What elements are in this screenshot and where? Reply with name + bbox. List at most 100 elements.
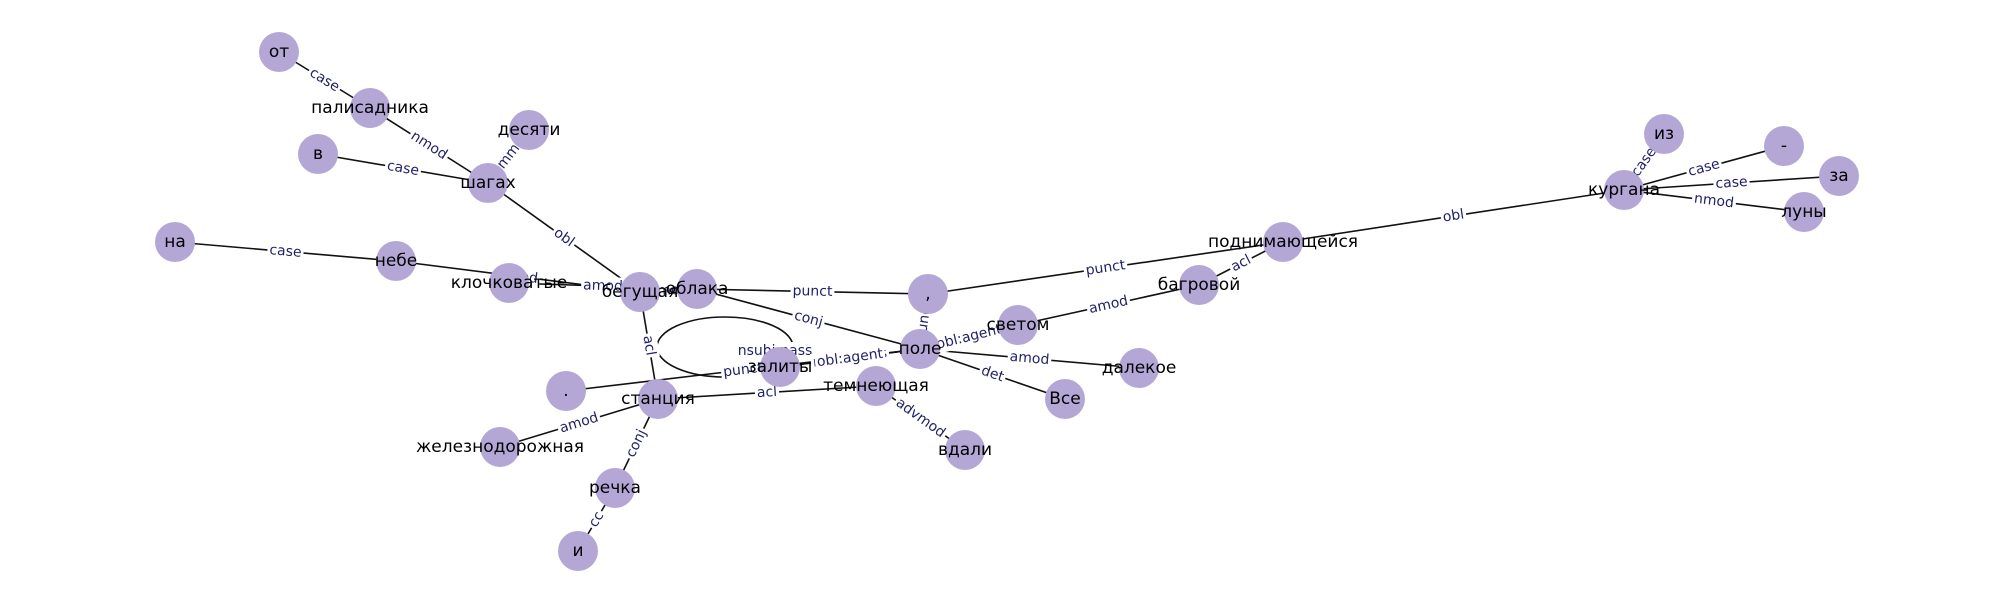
- node-label: Все: [1049, 389, 1080, 409]
- edge-label-background: [1439, 205, 1468, 227]
- node-circle: [1119, 348, 1159, 388]
- edge-label-text: cc: [586, 509, 608, 530]
- node-label: вдали: [938, 440, 992, 460]
- edge-label-background: [720, 358, 766, 382]
- node-label: шагах: [460, 173, 515, 193]
- edge-label-background: [1684, 154, 1724, 182]
- node-label: залиты: [748, 357, 813, 377]
- edge-label-background: [1006, 347, 1053, 370]
- node-circle: [900, 329, 940, 369]
- edges-layer: [174, 51, 1840, 552]
- node-label: в: [313, 144, 323, 164]
- node-label: небе: [375, 251, 418, 271]
- edge-label-text: acl: [639, 334, 658, 357]
- edge-label-amod: amod: [1085, 291, 1132, 319]
- edge-label-obl: obl: [548, 222, 580, 253]
- node-label: -: [1781, 136, 1787, 156]
- node-oblaka: облака: [666, 269, 728, 309]
- edge-label-text: case: [269, 242, 302, 261]
- edge-label-case: case: [383, 156, 423, 181]
- node-desyati: десяти: [498, 110, 560, 150]
- edge-label-background: [790, 282, 835, 301]
- node-label: и: [572, 541, 583, 561]
- node-begushchaya: бегущая: [602, 272, 678, 312]
- edge-label-obl: obl: [1439, 205, 1468, 227]
- edge-label-text: nmod: [1693, 191, 1735, 212]
- edge-label-background: [1082, 255, 1129, 281]
- edge-label-acl: acl: [638, 332, 660, 359]
- node-stanciya: станция: [621, 379, 695, 419]
- node-zheleznodorozhnaya: железнодорожная: [416, 427, 584, 467]
- edge-label-nmod: nmod: [1691, 189, 1737, 213]
- edge-label-punct: punct: [1082, 255, 1129, 281]
- node-circle: [1263, 222, 1303, 262]
- edge-label-punct: punct: [720, 358, 766, 382]
- edge-label-background: [890, 392, 951, 444]
- edge-label-text: case: [386, 158, 420, 179]
- edge-label-amod: amod: [1006, 347, 1053, 370]
- edge-label-text: case: [1715, 174, 1748, 192]
- node-period: .: [546, 371, 586, 411]
- node-label: светом: [987, 315, 1050, 335]
- node-label: железнодорожная: [416, 437, 584, 457]
- node-circle: [468, 163, 508, 203]
- node-rechka: речка: [589, 468, 641, 508]
- node-circle: [1644, 114, 1684, 154]
- node-dash: -: [1764, 126, 1804, 166]
- edge-label-background: [1691, 189, 1737, 213]
- node-pole: поле: [899, 329, 941, 369]
- node-circle: [546, 371, 586, 411]
- edge-label-background: [304, 62, 345, 98]
- node-circle: [480, 427, 520, 467]
- node-vse: Все: [1045, 379, 1085, 419]
- edge-label-background: [555, 408, 603, 438]
- node-nebe: небе: [375, 241, 418, 281]
- edge-label-background: [1226, 249, 1256, 278]
- node-label: речка: [589, 478, 641, 498]
- node-vdali: вдали: [938, 430, 992, 470]
- edge-label-cc: cc: [583, 506, 610, 533]
- node-circle: [1604, 170, 1644, 210]
- node-circle: [1819, 156, 1859, 196]
- edge-label-case: case: [1684, 154, 1724, 182]
- node-circle: [1179, 265, 1219, 305]
- node-label: из: [1654, 124, 1674, 144]
- edge-label-text: advmod: [893, 395, 948, 441]
- edge-label-background: [1085, 291, 1132, 319]
- node-dalekoe: далекое: [1102, 348, 1176, 388]
- edge-label-det: det: [976, 361, 1009, 387]
- node-label: поднимающейся: [1208, 232, 1358, 252]
- node-circle: [509, 110, 549, 150]
- node-shagah: шагах: [460, 163, 516, 203]
- edge-label-case: case: [266, 240, 305, 263]
- node-svetom: светом: [987, 305, 1050, 345]
- edge-label-text: punct: [792, 283, 833, 300]
- edge-label-background: [976, 361, 1009, 387]
- edge-label-background: [754, 382, 780, 403]
- edge-label-acl: acl: [1226, 249, 1256, 278]
- node-luny: луны: [1781, 192, 1827, 232]
- edge-label-amod: amod: [580, 276, 626, 296]
- edge-label-text: det: [979, 363, 1006, 386]
- node-v: в: [298, 134, 338, 174]
- node-circle: [908, 274, 948, 314]
- edge-label-advmod: advmod: [890, 392, 951, 444]
- node-comma: ,: [908, 274, 948, 314]
- edge-label-background: [580, 276, 626, 296]
- node-za: за: [1819, 156, 1859, 196]
- edge-label-background: [583, 506, 610, 533]
- node-circle: [1045, 379, 1085, 419]
- edge-label-background: [621, 424, 652, 463]
- node-circle: [595, 468, 635, 508]
- edge-label-text: obl: [1442, 206, 1466, 225]
- node-palisadnika: палисадника: [311, 88, 429, 128]
- edge-label-text: amod: [1009, 349, 1050, 368]
- edge-label-conj: conj: [790, 306, 827, 332]
- node-label: луны: [1781, 202, 1826, 222]
- node-circle: [155, 222, 195, 262]
- node-label: палисадника: [311, 98, 429, 118]
- node-label: на: [164, 232, 186, 252]
- node-label: станция: [621, 389, 695, 409]
- edge-label-background: [266, 240, 305, 263]
